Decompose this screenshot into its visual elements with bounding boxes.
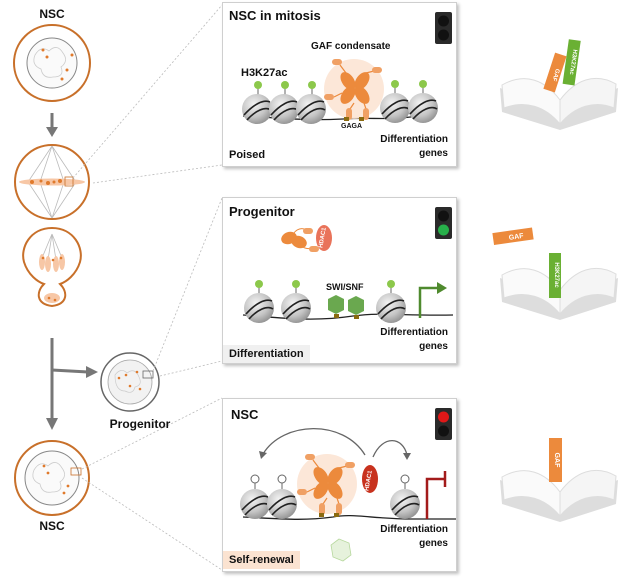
asymmetric-division-arrows — [46, 338, 98, 430]
gaga-motif — [334, 513, 339, 517]
state-label: Poised — [229, 149, 266, 161]
free-gaf-hdac1-complex: HDAC1 — [281, 225, 332, 252]
light-bottom-off — [438, 425, 449, 437]
dna-strand — [242, 313, 454, 320]
mitosis-chromatin — [241, 12, 452, 125]
gaga-motif — [344, 117, 349, 121]
condensate-label: GAF condensate — [311, 41, 391, 52]
nsc-daughter-cell — [14, 440, 90, 516]
progenitor-label: Progenitor — [110, 417, 171, 431]
hdac1-label: HDAC1 — [364, 469, 374, 491]
panel-title: NSC in mitosis — [229, 8, 321, 23]
panel-nsc: NSC HDAC1 — [222, 398, 457, 572]
light-top-off — [438, 15, 449, 27]
nsc-chromatin: HDAC1 — [239, 408, 456, 562]
panel-mitosis: NSC in mitosis GAF condensate H3K27ac GA… — [222, 2, 457, 167]
gaga-motif — [359, 117, 364, 121]
nsc-bottom-label: NSC — [39, 519, 65, 533]
dividing-cell — [22, 226, 82, 308]
swi-snf-label: SWI/SNF — [326, 282, 364, 292]
gaf-condensate — [323, 58, 385, 121]
light-bottom-off — [438, 29, 449, 41]
gaf-condensate — [296, 453, 358, 516]
mitosis-arrow — [46, 113, 58, 137]
motif-label: GAGA — [341, 123, 362, 130]
deacetylation-arrows — [262, 427, 408, 458]
active-promoter-arrow — [418, 282, 447, 318]
differentiation-genes-label: Differentiation genes — [380, 134, 448, 159]
hdac1: HDAC1 — [362, 465, 378, 493]
hdac1-label: HDAC1 — [318, 226, 328, 248]
mark-label: H3K27ac — [241, 67, 288, 79]
repressed-promoter-symbol — [425, 471, 447, 519]
acetyl-marks — [255, 280, 395, 293]
light-top-off — [438, 210, 449, 222]
faded-swi-snf — [330, 538, 352, 562]
metaphase-cell — [14, 144, 90, 220]
progenitor-cell — [100, 352, 160, 412]
zoom-guide-lines — [72, 4, 223, 571]
differentiation-genes-label: Differentiation genes — [380, 327, 448, 352]
gaga-motif — [319, 513, 324, 517]
light-green-on — [438, 224, 449, 236]
state-label: Self-renewal — [223, 551, 300, 569]
deacetylated-marks — [250, 474, 260, 489]
panel-title: NSC — [231, 407, 259, 422]
panel-progenitor: Progenitor HDAC1 — [222, 197, 457, 364]
differentiation-genes-label: Differentiation genes — [380, 524, 448, 549]
swi-snf-complex — [328, 295, 364, 319]
deacetylated-marks — [277, 474, 410, 489]
nsc-top-label: NSC — [39, 7, 65, 21]
state-label: Differentiation — [223, 345, 310, 363]
dna-strand — [242, 515, 456, 520]
acetyl-marks — [254, 80, 427, 95]
light-red-on — [438, 411, 449, 423]
nsc-interphase-cell — [13, 24, 91, 102]
panel-title: Progenitor — [229, 204, 295, 219]
progenitor-chromatin: HDAC1 — [242, 207, 454, 324]
